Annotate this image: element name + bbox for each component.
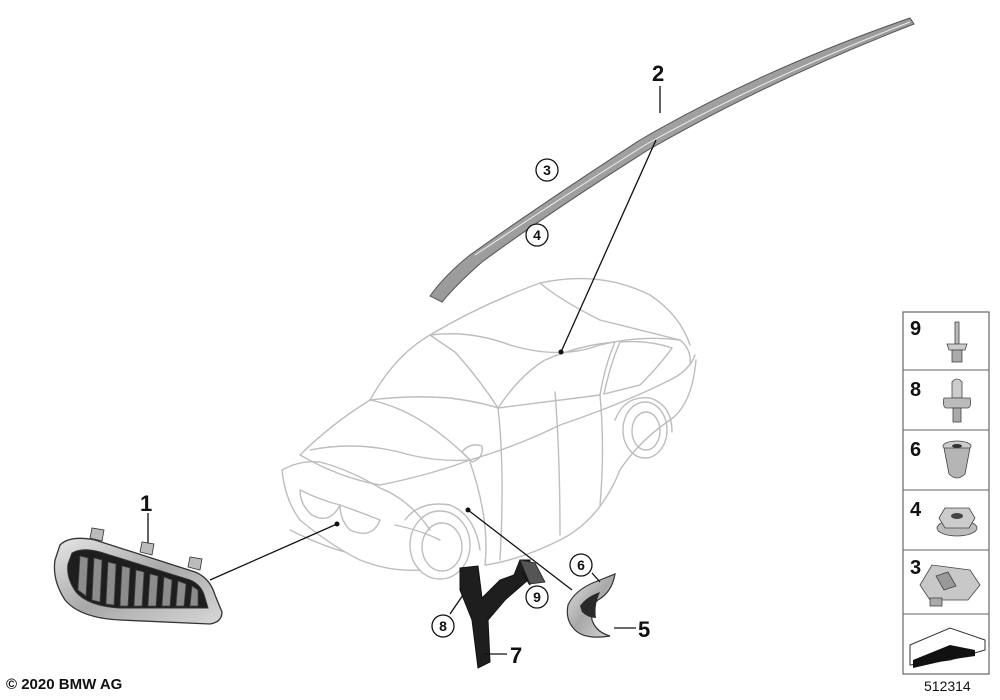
- leader-lines: [147, 86, 661, 655]
- pillar-trim: [459, 559, 546, 669]
- circled-callout-6: 6: [569, 553, 593, 577]
- callout-numbers: 1 2 5 7: [140, 61, 664, 668]
- svg-text:8: 8: [910, 379, 921, 401]
- callout-5: 5: [638, 617, 650, 642]
- circled-callout-8: 8: [431, 614, 455, 638]
- callout-7: 7: [510, 643, 522, 668]
- trim-piece: [566, 573, 616, 638]
- svg-text:9: 9: [910, 318, 921, 340]
- svg-text:3: 3: [910, 557, 921, 579]
- legend-item-9: 9: [910, 318, 968, 363]
- svg-text:3: 3: [543, 162, 551, 178]
- clip-icon: [919, 564, 981, 607]
- legend-item-4: 4: [910, 499, 978, 537]
- legend-item-gasket: [909, 627, 986, 668]
- rivet-icon: [946, 321, 968, 363]
- diagram-number: 512314: [924, 678, 971, 694]
- circled-callout-9: 9: [525, 585, 549, 609]
- roof-trim-strip: [429, 17, 915, 303]
- svg-text:9: 9: [533, 589, 541, 605]
- svg-text:4: 4: [533, 227, 541, 243]
- kidney-grille: [53, 527, 223, 625]
- circled-callout-3: 3: [535, 158, 559, 182]
- fastener-legend-panel: 9 8 6 4: [902, 311, 990, 675]
- circled-callouts: 3 4 6 8 9: [431, 158, 593, 638]
- svg-text:6: 6: [910, 439, 921, 461]
- hex-nut-icon: [936, 507, 978, 537]
- svg-text:8: 8: [439, 618, 447, 634]
- legend-item-6: 6: [910, 439, 972, 479]
- expanding-rivet-icon: [942, 378, 972, 423]
- legend-item-8: 8: [910, 378, 972, 423]
- copyright-notice: © 2020 BMW AG: [6, 676, 123, 693]
- svg-text:6: 6: [577, 557, 585, 573]
- circled-callout-4: 4: [525, 223, 549, 247]
- gasket-strip-icon: [909, 627, 986, 668]
- expanding-nut-icon: [942, 440, 972, 479]
- callout-1: 1: [140, 491, 152, 516]
- svg-text:4: 4: [910, 499, 922, 521]
- callout-2: 2: [652, 61, 664, 86]
- car-outline: [281, 277, 697, 580]
- legend-item-3: 3: [910, 557, 981, 607]
